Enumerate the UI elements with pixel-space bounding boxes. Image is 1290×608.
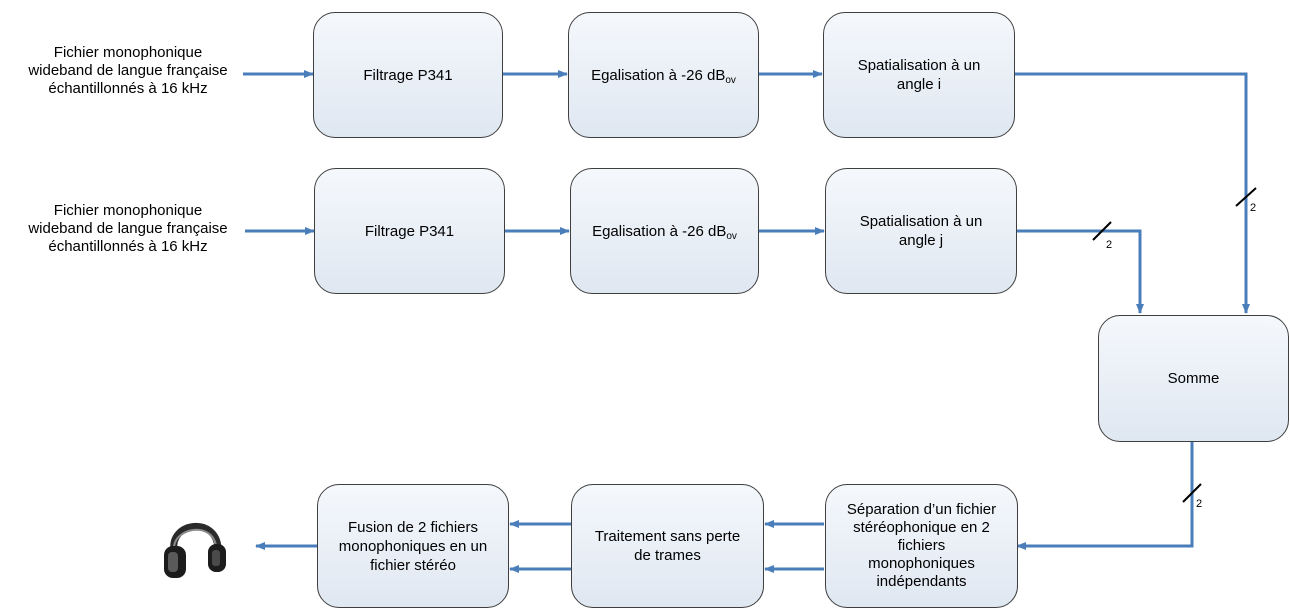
equalization-box-row2: Egalisation à -26 dBov [570, 168, 759, 294]
input-label-line: wideband de langue française [28, 62, 228, 79]
fusion-label: Fusion de 2 fichiers monophoniques en un… [338, 518, 488, 574]
sum-box: Somme [1098, 315, 1289, 442]
input-label-row1: Fichier monophonique wideband de langue … [0, 44, 256, 98]
bus-label-right: 2 [1250, 202, 1257, 214]
equalization-label: Egalisation à -26 dBov [592, 222, 737, 242]
filter-box-row2: Filtrage P341 [314, 168, 505, 294]
separation-label: Séparation d’un fichier stéréophonique e… [846, 501, 997, 590]
sum-label: Somme [1167, 370, 1220, 387]
bus-slash-right [1235, 187, 1257, 207]
arrow-spatial1-to-sum [1014, 72, 1250, 314]
bus-slash-bottom [1182, 483, 1202, 503]
arrow-sum-to-separation [1016, 441, 1194, 550]
filter-box-row1: Filtrage P341 [313, 12, 503, 138]
arrow-spatial2-to-sum [1016, 229, 1144, 314]
input-label-line: Fichier monophonique [53, 44, 203, 61]
input-label-line: Fichier monophonique [53, 202, 203, 219]
bus-slash-middle [1092, 221, 1112, 241]
headphones-icon [160, 510, 232, 582]
equalization-label: Egalisation à -26 dBov [591, 66, 736, 86]
bus-label-middle: 2 [1106, 239, 1113, 251]
separation-box: Séparation d’un fichier stéréophonique e… [825, 484, 1018, 608]
input-label-line: échantillonnés à 16 kHz [48, 80, 208, 97]
bus-label-bottom: 2 [1196, 498, 1203, 510]
input-label-line: échantillonnés à 16 kHz [48, 238, 208, 255]
filter-label: Filtrage P341 [364, 222, 455, 240]
filter-label: Filtrage P341 [363, 66, 453, 84]
fusion-box: Fusion de 2 fichiers monophoniques en un… [317, 484, 509, 608]
input-label-row2: Fichier monophonique wideband de langue … [0, 202, 256, 256]
equalization-box-row1: Egalisation à -26 dBov [568, 12, 759, 138]
input-label-line: wideband de langue française [28, 220, 228, 237]
